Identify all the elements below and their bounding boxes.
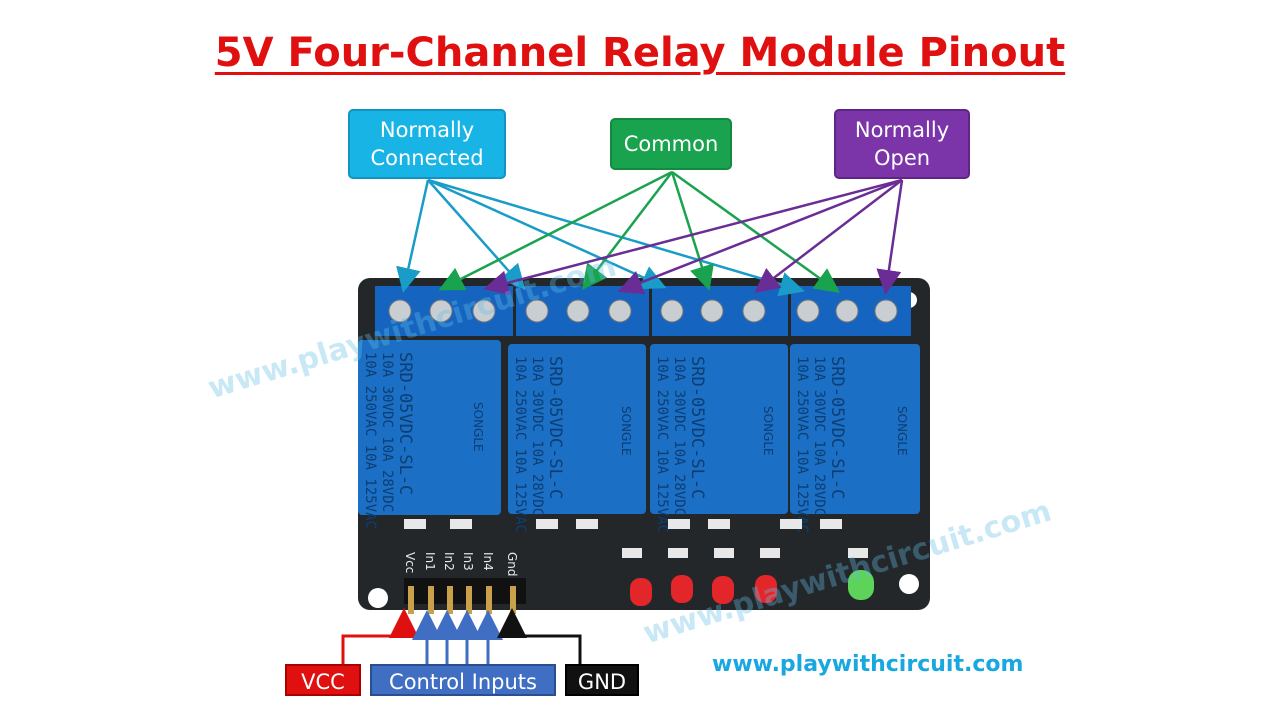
normally-open-label: Normally Open bbox=[834, 109, 970, 179]
relay-model: SRD-05VDC-SL-C bbox=[687, 356, 707, 499]
relay-rating-2: 10A 30VDC 10A 28VDC bbox=[379, 352, 395, 512]
terminal-block-2 bbox=[516, 286, 649, 336]
normally-connected-text: Normally Connected bbox=[370, 118, 484, 170]
vcc-connector bbox=[341, 608, 419, 664]
common-label: Common bbox=[610, 118, 732, 170]
relay-brand: SONGLE bbox=[619, 406, 633, 456]
led-red-3 bbox=[712, 576, 734, 604]
led-red-1 bbox=[630, 578, 652, 606]
smd-components bbox=[404, 519, 868, 558]
pin-label: Vcc bbox=[403, 552, 417, 573]
relay-rating-1: 10A 250VAC 10A 125VAC bbox=[362, 352, 378, 529]
relay-brand: SONGLE bbox=[471, 402, 485, 452]
vcc-label: VCC bbox=[285, 664, 361, 696]
pin-label: In4 bbox=[481, 552, 495, 571]
terminal-block-3 bbox=[652, 286, 788, 336]
led-red-2 bbox=[671, 575, 693, 603]
nc-arrows bbox=[396, 178, 805, 297]
normally-open-text: Normally Open bbox=[854, 118, 950, 170]
pin-label: In2 bbox=[442, 552, 456, 571]
relay-rating-2: 10A 30VDC 10A 28VDC bbox=[529, 356, 545, 516]
pin-label: In3 bbox=[461, 552, 475, 571]
relay-2: 10A 250VAC 10A 125VAC 10A 30VDC 10A 28VD… bbox=[508, 344, 646, 533]
relay-model: SRD-05VDC-SL-C bbox=[395, 352, 415, 495]
header-pin-labels: Vcc In1 In2 In3 In4 Gnd bbox=[403, 552, 519, 577]
terminal-block-1 bbox=[375, 286, 513, 336]
mounting-hole bbox=[368, 588, 388, 608]
pin-label: In1 bbox=[423, 552, 437, 571]
normally-connected-label: Normally Connected bbox=[348, 109, 506, 179]
no-arrows bbox=[483, 178, 904, 296]
terminal-block-4 bbox=[791, 286, 911, 336]
common-arrows bbox=[438, 170, 841, 293]
control-inputs-connector bbox=[412, 610, 503, 664]
mounting-hole bbox=[899, 574, 919, 594]
gnd-label: GND bbox=[565, 664, 639, 696]
relay-3: 10A 250VAC 10A 125VAC 10A 30VDC 10A 28VD… bbox=[650, 344, 788, 533]
relay-4: 10A 250VAC 10A 125VAC 10A 30VDC 10A 28VD… bbox=[790, 344, 920, 533]
led-green-power bbox=[848, 570, 874, 600]
header-pins bbox=[404, 578, 526, 614]
gnd-connector bbox=[497, 608, 582, 664]
page-title: 5V Four-Channel Relay Module Pinout bbox=[214, 30, 1066, 76]
relay-rating-1: 10A 250VAC 10A 125VAC bbox=[794, 356, 810, 533]
pin-label: Gnd bbox=[505, 552, 519, 577]
relay-model: SRD-05VDC-SL-C bbox=[827, 356, 847, 499]
relay-brand: SONGLE bbox=[761, 406, 775, 456]
relay-1: 10A 250VAC 10A 125VAC 10A 30VDC 10A 28VD… bbox=[358, 340, 501, 529]
relay-rating-1: 10A 250VAC 10A 125VAC bbox=[512, 356, 528, 533]
control-inputs-label: Control Inputs bbox=[370, 664, 556, 696]
relay-rating-2: 10A 30VDC 10A 28VDC bbox=[671, 356, 687, 516]
website-link[interactable]: www.playwithcircuit.com bbox=[712, 652, 1024, 677]
led-red-4 bbox=[755, 575, 777, 603]
relay-model: SRD-05VDC-SL-C bbox=[545, 356, 565, 499]
relay-rating-1: 10A 250VAC 10A 125VAC bbox=[654, 356, 670, 533]
common-text: Common bbox=[623, 132, 719, 156]
relay-brand: SONGLE bbox=[895, 406, 909, 456]
relay-rating-2: 10A 30VDC 10A 28VDC bbox=[811, 356, 827, 516]
